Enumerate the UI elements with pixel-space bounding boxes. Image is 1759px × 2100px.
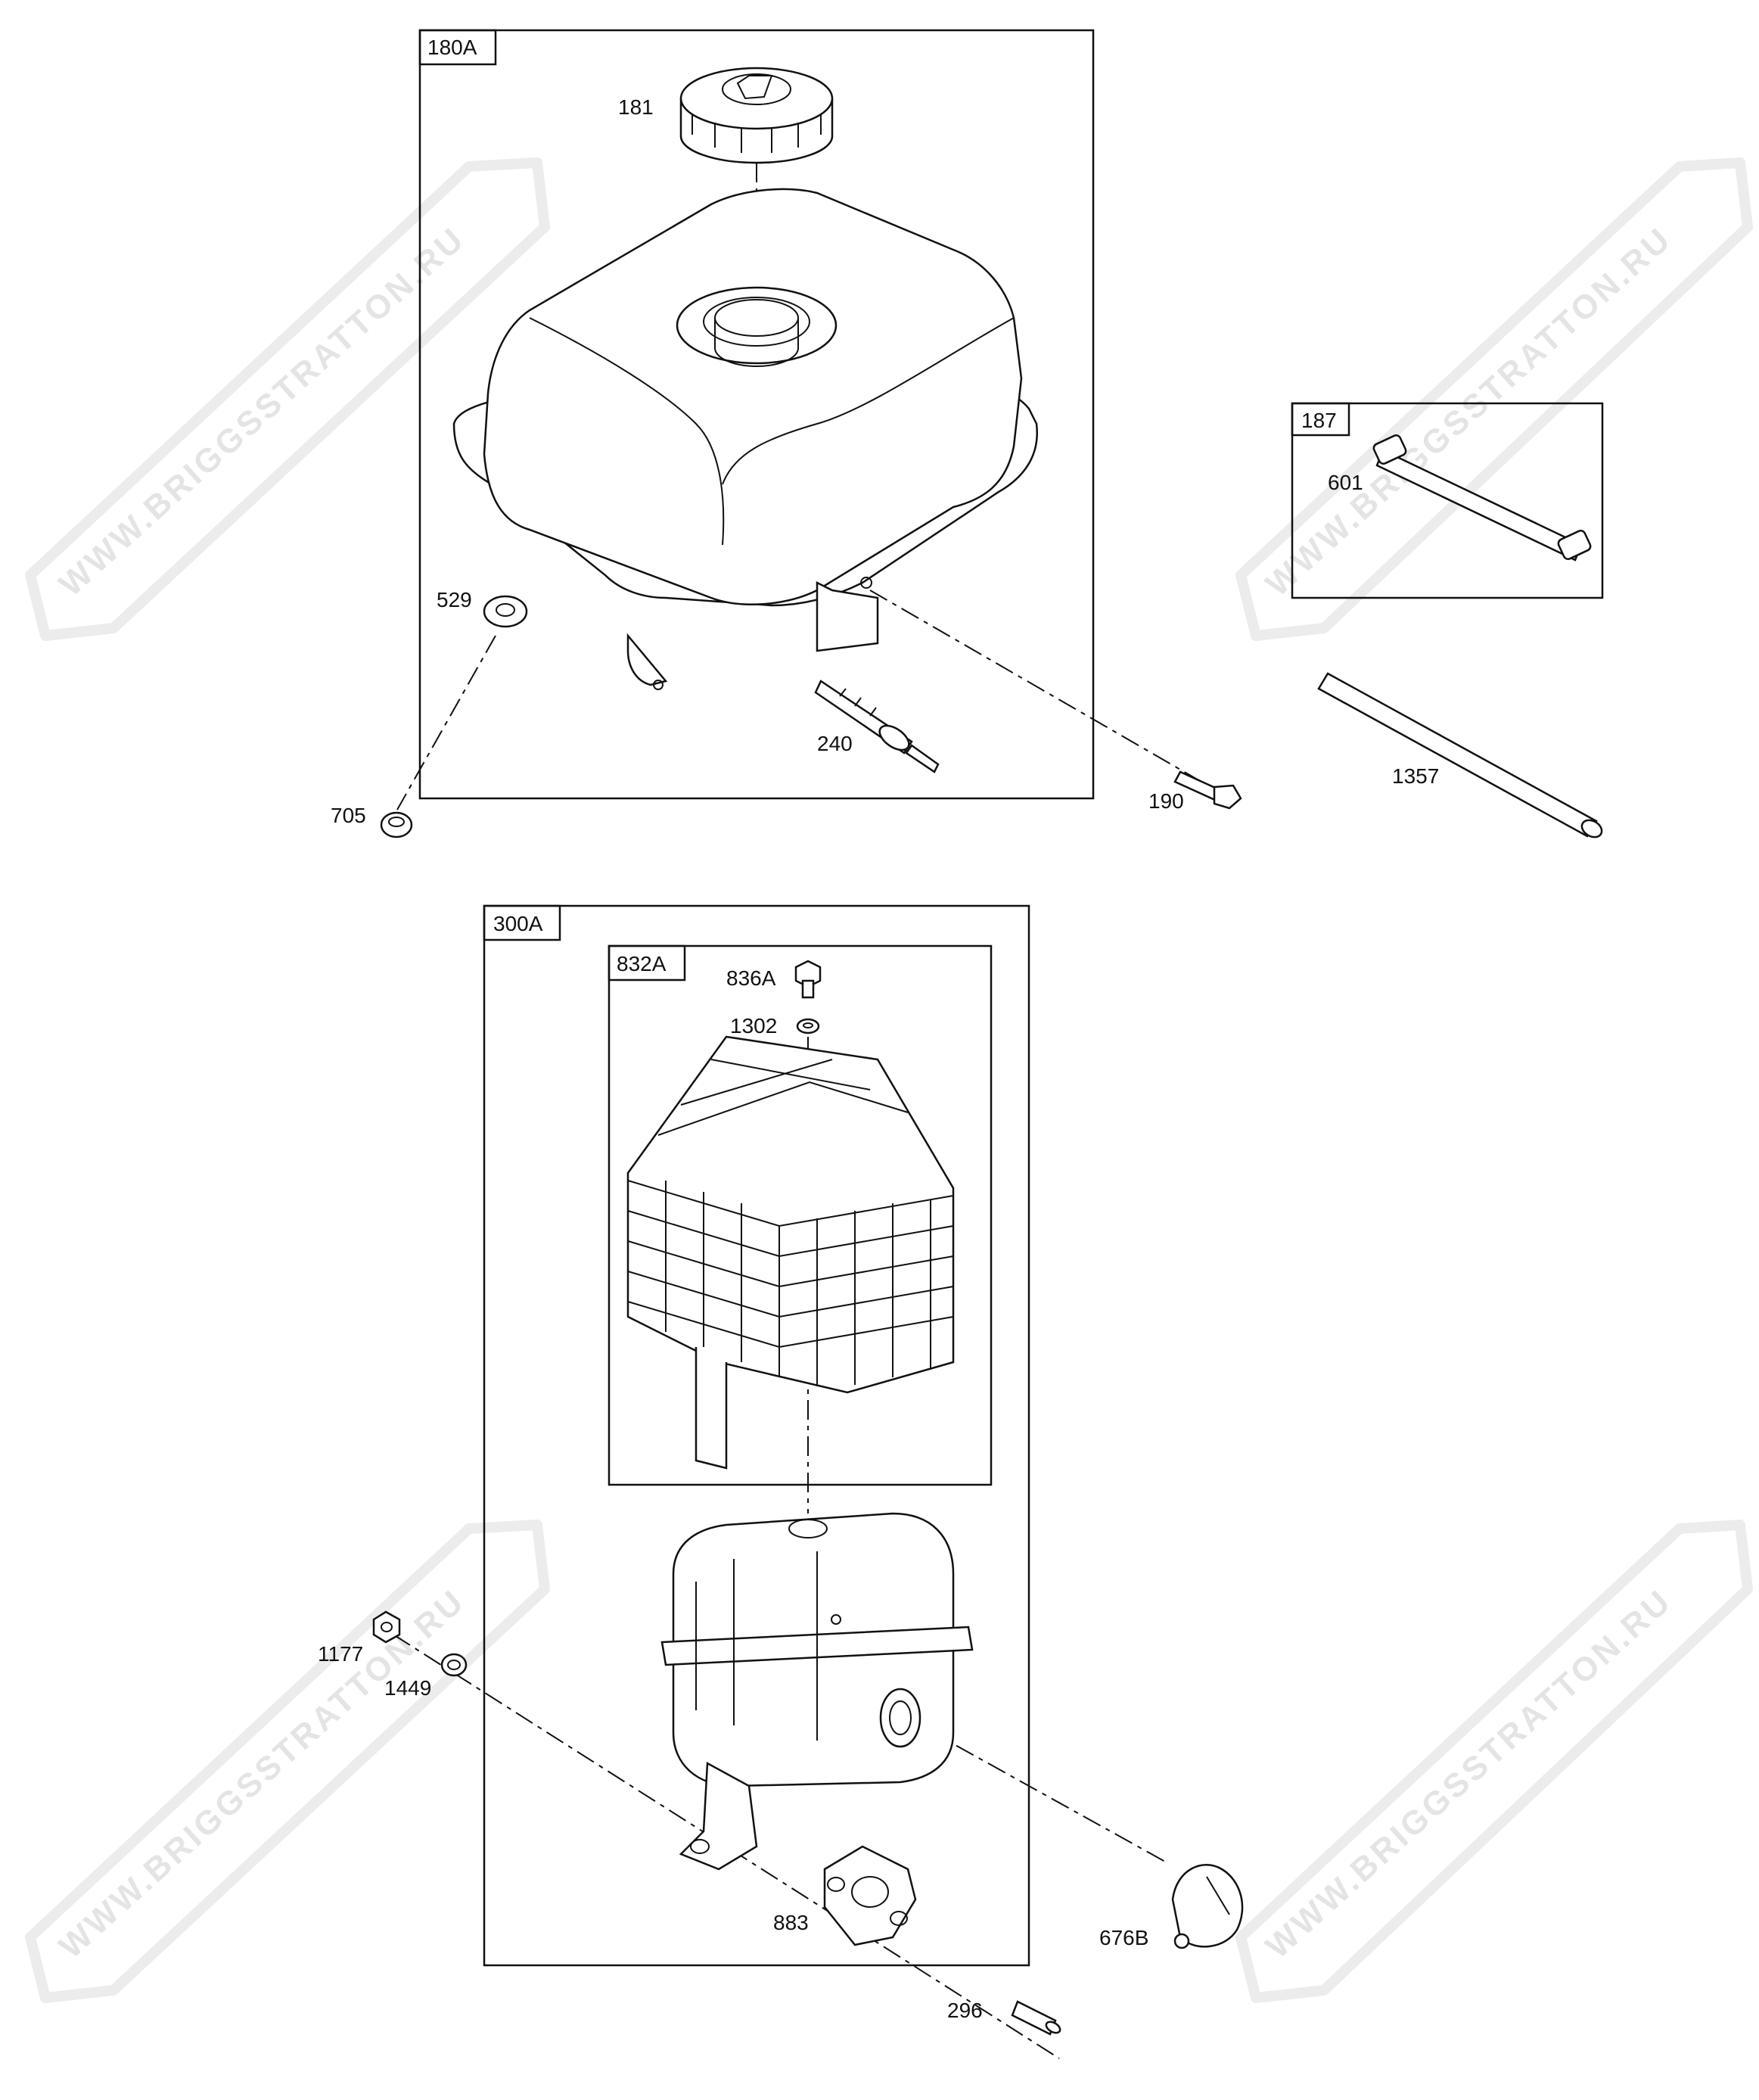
- callout-1449: 1449: [384, 1676, 431, 1700]
- group-832A: 832A: [608, 944, 993, 1486]
- fuel-cap-181: [679, 67, 834, 164]
- gasket-883: [823, 1845, 917, 1946]
- callout-705: 705: [331, 804, 366, 827]
- callout-836A: 836A: [726, 966, 776, 990]
- deflector-676B: [1171, 1864, 1244, 1949]
- grommet-529: [483, 595, 528, 628]
- group-label-187: 187: [1301, 409, 1337, 432]
- washer-1302: [796, 1018, 820, 1034]
- callout-601: 601: [1328, 471, 1363, 494]
- screw-836A: [794, 960, 822, 999]
- callout-296: 296: [947, 1999, 983, 2022]
- bolt-190: [1173, 770, 1242, 810]
- fuel-line-1357: [1317, 672, 1603, 838]
- group-label-300A: 300A: [493, 912, 543, 935]
- callout-676B: 676B: [1099, 1926, 1148, 1949]
- callout-1357: 1357: [1392, 764, 1439, 788]
- callout-240: 240: [817, 732, 853, 755]
- muffler: [660, 1512, 974, 1871]
- callout-190: 190: [1148, 789, 1184, 813]
- watermark-bottom-left: WWW.BRIGGSSTRATTON.RU: [25, 1520, 550, 2003]
- callout-529: 529: [437, 588, 472, 611]
- group-label-832A: 832A: [617, 952, 667, 975]
- watermark-top-left: WWW.BRIGGSSTRATTON.RU: [25, 157, 550, 641]
- callout-181: 181: [618, 95, 654, 119]
- svg-text:WWW.BRIGGSSTRATTON.RU: WWW.BRIGGSSTRATTON.RU: [52, 219, 472, 603]
- group-label-180A: 180A: [427, 36, 477, 59]
- fuel-valve-240: [814, 680, 940, 773]
- nut-1177: [372, 1610, 401, 1644]
- fuel-line-with-clamps-601: [1372, 434, 1592, 562]
- svg-text:WWW.BRIGGSSTRATTON.RU: WWW.BRIGGSSTRATTON.RU: [52, 1582, 472, 1965]
- watermark-top-right: WWW.BRIGGSSTRATTON.RU: [1235, 157, 1753, 641]
- stud-296: [1011, 2000, 1061, 2036]
- heat-shield-guard: [626, 1035, 955, 1470]
- callout-labels: 181 529 705 240 190 601 1357 836A 1302 1…: [318, 95, 1439, 2022]
- nut-705: [380, 811, 413, 838]
- group-187: 187: [1291, 402, 1604, 599]
- callout-1177: 1177: [318, 1642, 363, 1666]
- washer-1449: [440, 1653, 468, 1677]
- watermark-bottom-right: WWW.BRIGGSSTRATTON.RU: [1235, 1520, 1753, 2003]
- group-300A: 300A: [483, 904, 1030, 1967]
- callout-883: 883: [773, 1911, 809, 1934]
- svg-text:WWW.BRIGGSSTRATTON.RU: WWW.BRIGGSSTRATTON.RU: [1259, 1582, 1679, 1965]
- callout-1302: 1302: [730, 1014, 777, 1038]
- group-180A: 180A: [418, 29, 1095, 800]
- fuel-tank: [452, 188, 1039, 690]
